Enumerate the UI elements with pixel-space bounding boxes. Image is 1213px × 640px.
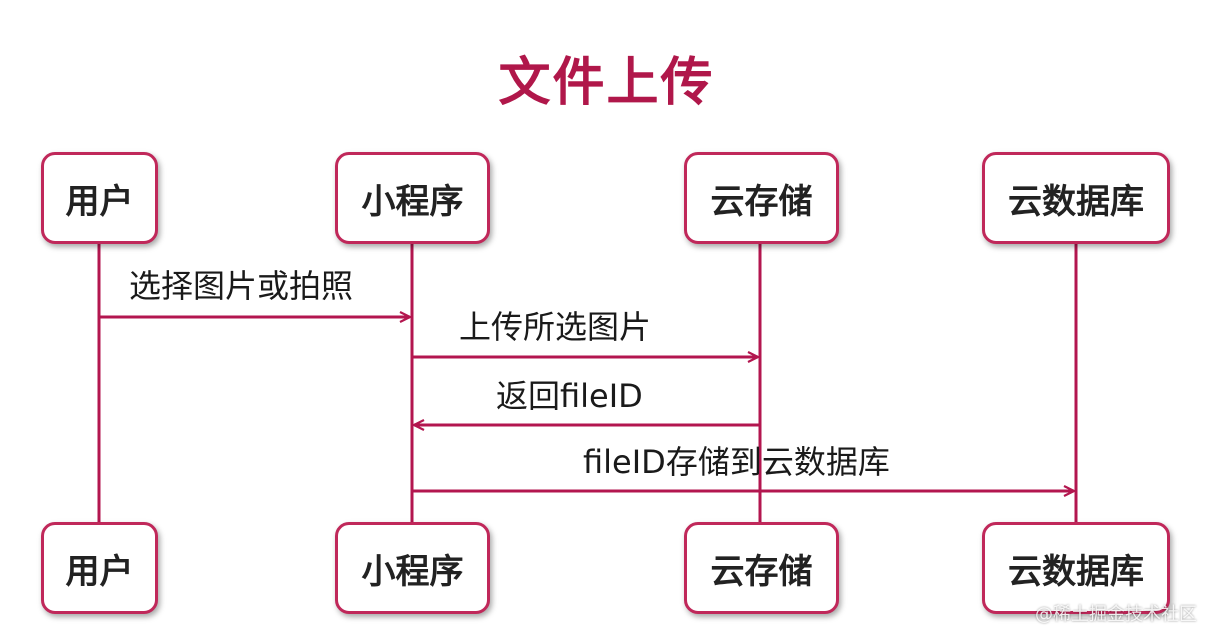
watermark: @稀土掘金技术社区: [1035, 604, 1197, 625]
actor-cloud-database-top: 云数据库: [982, 152, 1170, 244]
actor-user-bottom: 用户: [41, 522, 158, 614]
message-label-4: fileID存储到云数据库: [583, 443, 890, 481]
actor-cloud-database-bottom: 云数据库: [982, 522, 1170, 614]
message-label-1: 选择图片或拍照: [129, 267, 354, 305]
actor-miniprogram-top: 小程序: [335, 152, 490, 244]
actor-cloud-storage-bottom: 云存储: [684, 522, 839, 614]
message-label-2: 上传所选图片: [459, 308, 652, 346]
actor-user-top: 用户: [41, 152, 158, 244]
actor-miniprogram-bottom: 小程序: [335, 522, 490, 614]
message-label-3: 返回fileID: [496, 377, 643, 415]
diagram-title: 文件上传: [498, 53, 715, 113]
actor-cloud-storage-top: 云存储: [684, 152, 839, 244]
